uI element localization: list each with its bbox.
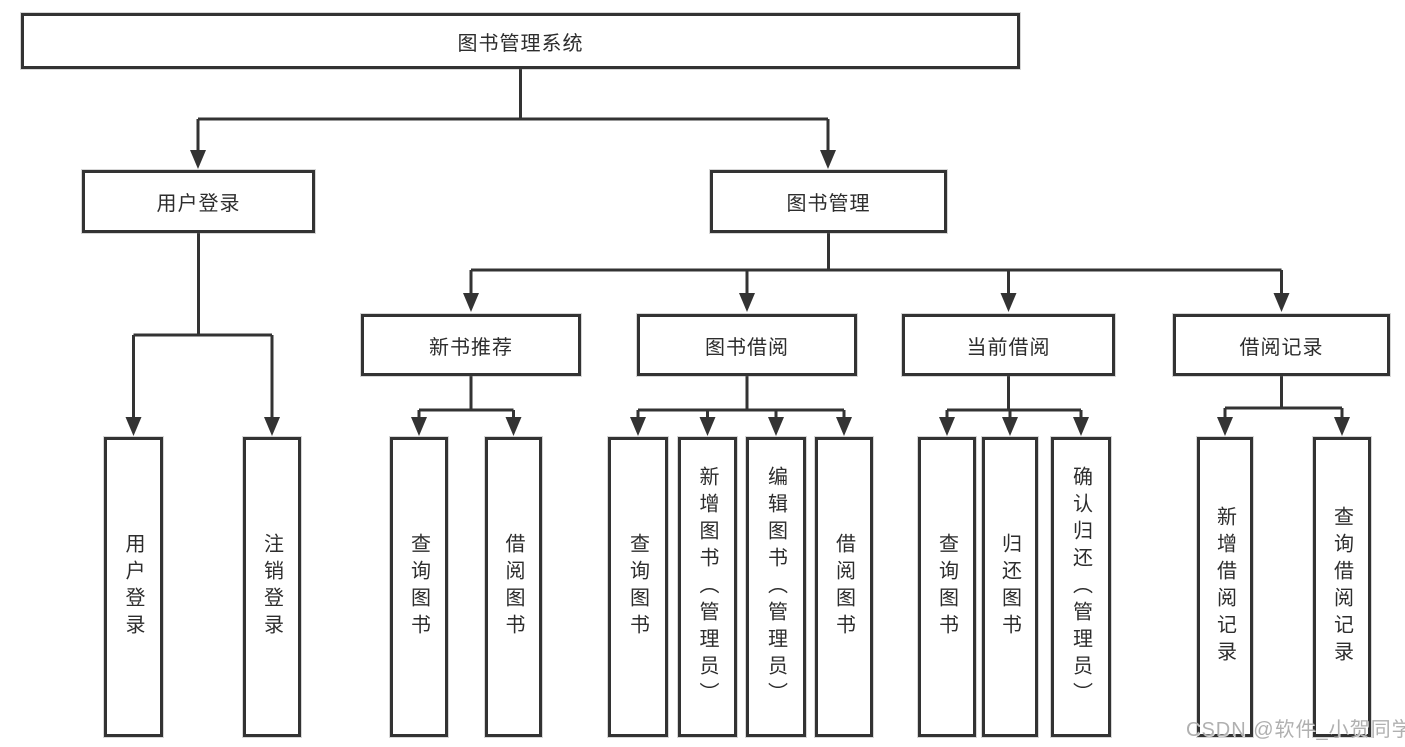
node-user-login: 用户登录	[82, 170, 315, 233]
node-book-management: 图书管理	[710, 170, 947, 233]
node-borrow-records: 借阅记录	[1173, 314, 1390, 376]
arrowhead	[630, 417, 646, 436]
leaf-logout-login: 注销登录	[243, 437, 301, 737]
leaf-label: 新增借阅记录	[1213, 506, 1236, 668]
leaf-label: 借阅图书	[832, 533, 855, 641]
leaf-label: 归还图书	[998, 533, 1021, 641]
node-current-borrow: 当前借阅	[902, 314, 1115, 376]
leaf-query-books-borrow: 查询图书	[608, 437, 668, 737]
arrowhead	[505, 417, 522, 436]
csdn-watermark: CSDN @软件_小贺同学	[1186, 719, 1405, 741]
arrowhead	[836, 417, 852, 436]
node-borrow-records-label: 借阅记录	[1239, 336, 1324, 359]
arrowhead	[939, 417, 955, 436]
leaf-label: 用户登录	[122, 533, 144, 641]
node-new-book-recommend: 新书推荐	[361, 314, 581, 376]
leaf-label: 注销登录	[260, 533, 283, 641]
arrowhead	[264, 417, 280, 436]
leaf-query-borrow-record: 查询借阅记录	[1313, 437, 1371, 737]
leaf-label: 编辑图书（管理员）	[764, 465, 787, 709]
arrowhead	[699, 417, 716, 436]
leaf-label: 查询图书	[626, 533, 649, 641]
node-book-management-label: 图书管理	[786, 193, 871, 215]
leaf-add-books-admin: 新增图书（管理员）	[678, 437, 737, 737]
leaf-label: 借阅图书	[502, 533, 524, 641]
leaf-label: 确认归还（管理员）	[1069, 465, 1092, 709]
arrowhead	[1000, 293, 1017, 312]
leaf-query-books-recommend: 查询图书	[390, 437, 448, 737]
leaf-query-books-current: 查询图书	[918, 437, 976, 737]
arrowhead	[463, 293, 479, 312]
node-current-borrow-label: 当前借阅	[966, 336, 1051, 359]
arrowhead	[411, 417, 427, 436]
arrowhead	[1073, 417, 1089, 436]
node-root-label: 图书管理系统	[457, 32, 584, 55]
leaf-borrow-books: 借阅图书	[815, 437, 873, 737]
leaf-label: 查询借阅记录	[1330, 506, 1353, 668]
leaf-label: 查询图书	[935, 533, 958, 641]
arrowhead	[739, 293, 755, 312]
node-new-book-recommend-label: 新书推荐	[429, 336, 513, 359]
leaf-user-login: 用户登录	[104, 437, 163, 737]
node-book-borrow-label: 图书借阅	[705, 336, 789, 359]
leaf-return-books: 归还图书	[982, 437, 1038, 737]
arrowhead	[1002, 417, 1018, 436]
leaf-confirm-return-admin: 确认归还（管理员）	[1051, 437, 1111, 737]
leaf-add-borrow-record: 新增借阅记录	[1197, 437, 1253, 737]
leaf-edit-books-admin: 编辑图书（管理员）	[746, 437, 806, 737]
arrowhead	[768, 417, 784, 436]
arrowhead	[190, 150, 206, 169]
arrowhead	[1334, 417, 1350, 436]
node-user-login-label: 用户登录	[156, 193, 241, 215]
arrowhead	[1273, 293, 1290, 312]
node-book-borrow: 图书借阅	[637, 314, 857, 376]
arrowhead	[820, 150, 836, 169]
arrowhead	[125, 417, 142, 436]
arrowhead	[1217, 417, 1233, 436]
leaf-label: 查询图书	[407, 533, 430, 641]
leaf-borrow-books-recommend: 借阅图书	[485, 437, 542, 737]
leaf-label: 新增图书（管理员）	[696, 465, 718, 709]
node-root: 图书管理系统	[21, 13, 1020, 69]
